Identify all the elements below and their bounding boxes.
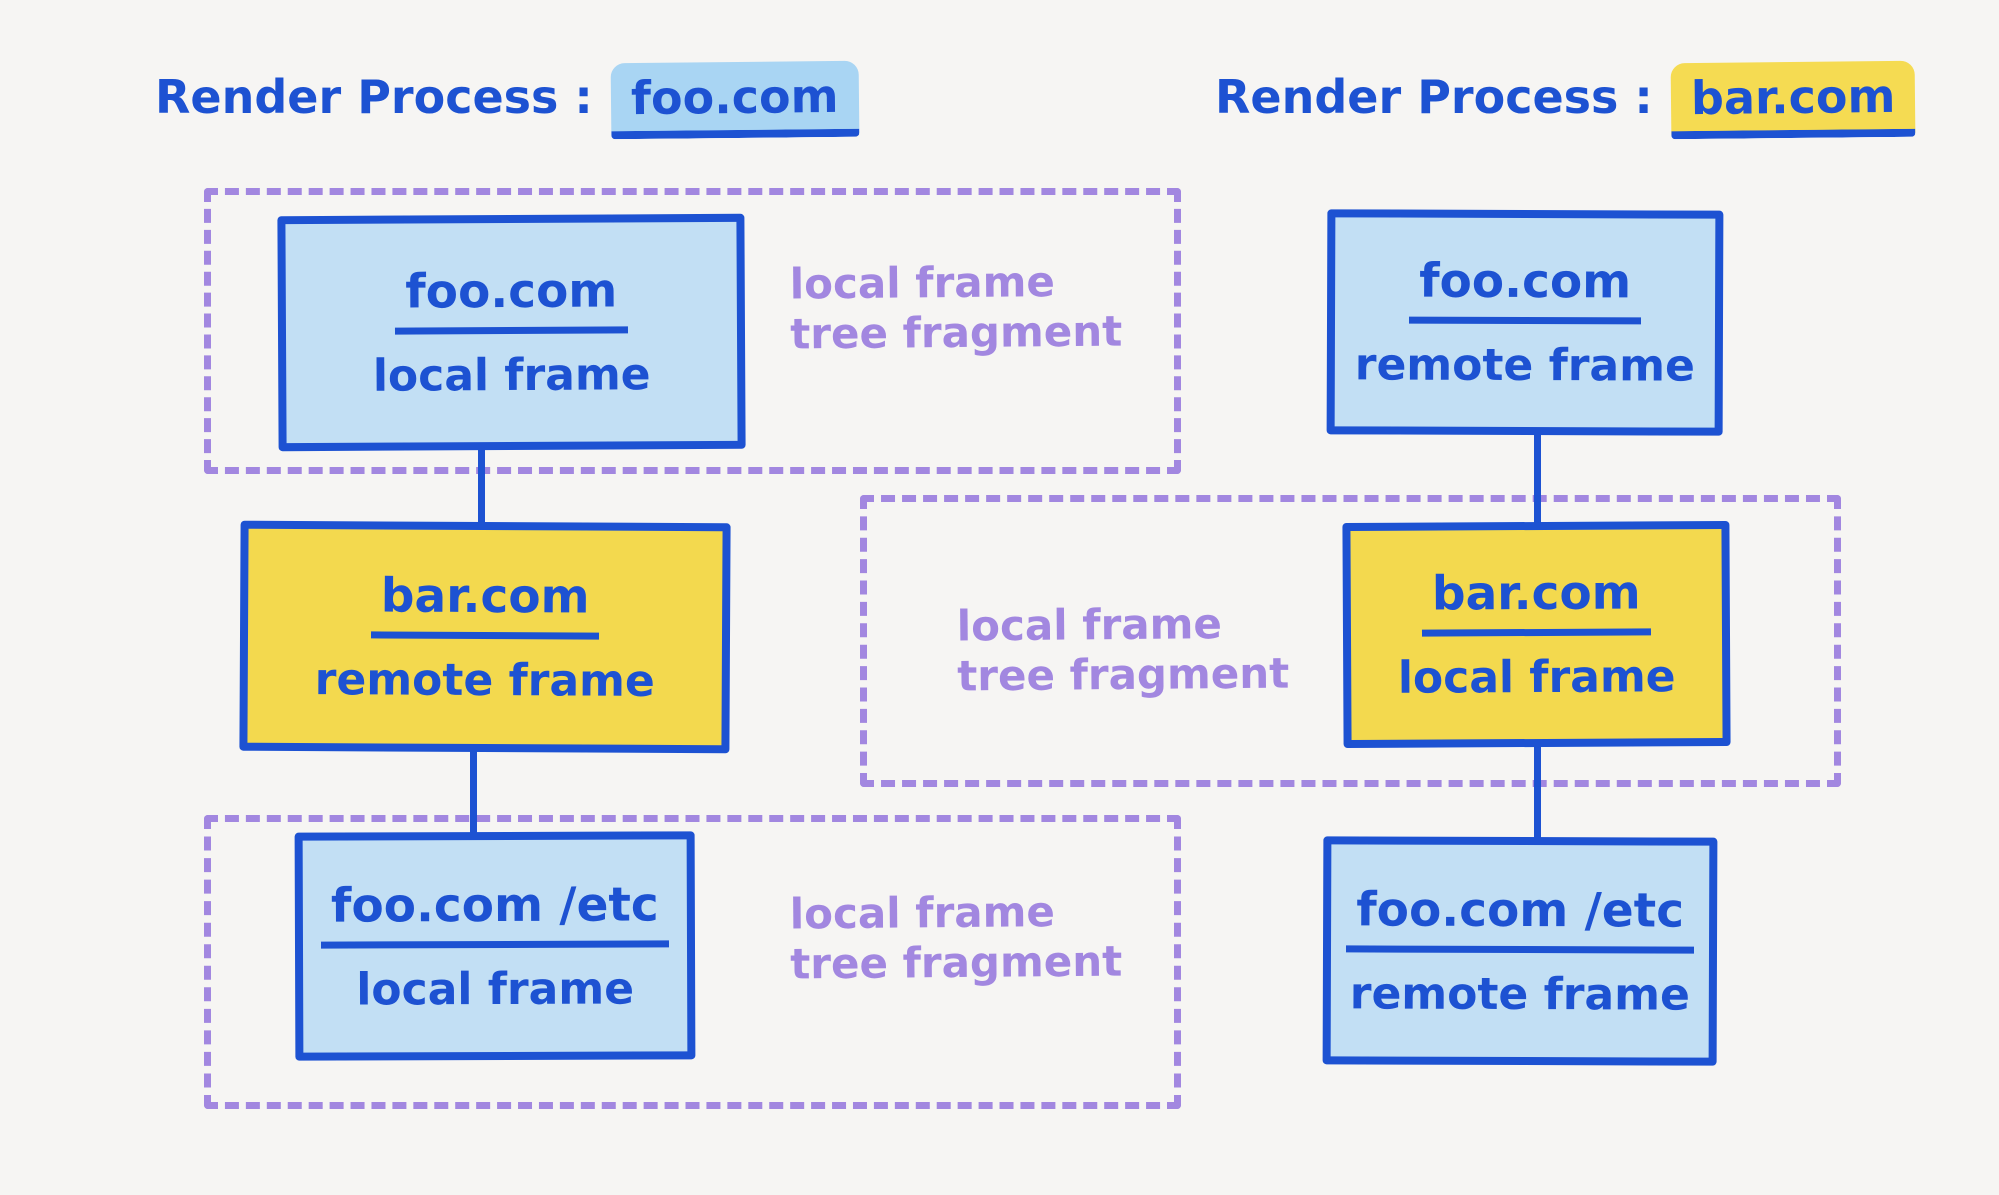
render-process-title-left-domain-highlight: foo.com	[610, 60, 859, 140]
node-left-fooetc-domain: foo.com /etc	[320, 876, 669, 949]
fragment-label-top-left: local frame tree fragment	[790, 257, 1123, 359]
node-left-bar-remote-frame: bar.com remote frame	[239, 520, 731, 754]
fragment-label-top-left-line2: tree fragment	[790, 306, 1123, 358]
fragment-label-bottom-left-line1: local frame	[789, 887, 1056, 939]
fragment-label-bottom-left-line2: tree fragment	[790, 936, 1123, 988]
node-left-bar-domain: bar.com	[370, 567, 600, 640]
edge-right-foo-to-bar	[1534, 431, 1541, 526]
node-right-fooetc-frame-type: remote frame	[1349, 967, 1690, 1021]
node-left-foo-frame-type: local frame	[372, 349, 651, 402]
edge-left-bar-to-fooetc	[470, 748, 477, 836]
fragment-label-top-left-line1: local frame	[789, 257, 1056, 309]
edge-left-foo-to-bar	[478, 446, 485, 526]
fragment-label-middle-right-line2: tree fragment	[957, 648, 1290, 700]
render-process-title-right-prefix: Render Process :	[1215, 70, 1653, 124]
fragment-rect-middle-right	[860, 495, 1841, 787]
fragment-label-middle-right-line1: local frame	[956, 599, 1223, 651]
fragment-rect-top-left	[204, 188, 1181, 474]
node-right-bar-frame-type: local frame	[1397, 651, 1676, 704]
render-process-title-left-prefix: Render Process :	[155, 70, 593, 124]
edge-right-bar-to-fooetc	[1534, 743, 1541, 841]
node-right-bar-local-frame: bar.com local frame	[1342, 520, 1731, 749]
node-right-foo-frame-type: remote frame	[1354, 339, 1695, 392]
node-left-foo-local-frame: foo.com local frame	[277, 213, 746, 452]
render-process-title-right-domain-highlight: bar.com	[1670, 60, 1916, 140]
node-left-fooetc-frame-type: local frame	[356, 963, 635, 1015]
node-right-foo-domain: foo.com	[1408, 253, 1642, 325]
node-left-foo-domain: foo.com	[395, 263, 628, 335]
node-right-fooetc-domain: foo.com /etc	[1346, 881, 1695, 954]
node-left-bar-frame-type: remote frame	[314, 653, 655, 707]
fragment-label-bottom-left: local frame tree fragment	[790, 887, 1123, 989]
render-process-title-right: Render Process : bar.com	[1215, 60, 1916, 140]
fragment-rect-bottom-left	[204, 815, 1181, 1109]
node-right-bar-domain: bar.com	[1421, 565, 1651, 637]
node-right-foo-remote-frame: foo.com remote frame	[1326, 209, 1724, 436]
render-process-title-left: Render Process : foo.com	[155, 60, 859, 140]
node-left-fooetc-local-frame: foo.com /etc local frame	[294, 831, 696, 1061]
node-right-fooetc-remote-frame: foo.com /etc remote frame	[1322, 836, 1718, 1066]
fragment-label-middle-right: local frame tree fragment	[957, 599, 1290, 701]
